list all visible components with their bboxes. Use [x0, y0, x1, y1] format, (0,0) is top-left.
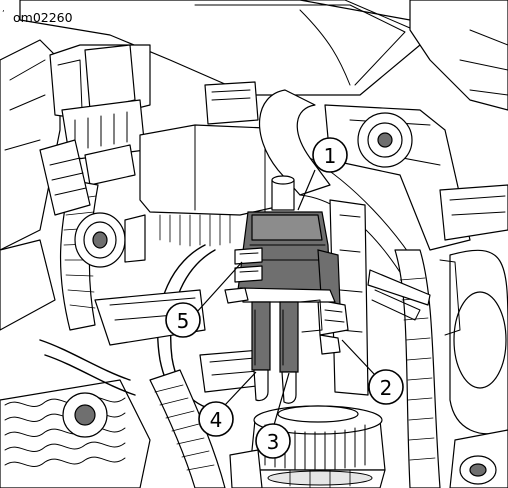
callout-3: 3 [255, 423, 291, 459]
right-bracket [324, 104, 508, 251]
figure-id: om02260 [13, 10, 73, 25]
main-connector-box [139, 81, 286, 247]
callout-circle-2 [368, 369, 404, 405]
leader-line-1 [297, 169, 316, 211]
callout-5: 5 [165, 302, 201, 338]
callout-2: 2 [368, 369, 404, 405]
callout-number-5: 5 [177, 309, 190, 333]
figure-mark: ʼ [2, 9, 5, 18]
leader-lines [195, 169, 376, 426]
left-grommet [74, 212, 146, 268]
leader-line-5 [195, 261, 243, 314]
callout-circle-1 [312, 137, 348, 173]
right-cylinder [439, 249, 508, 488]
leader-line-3 [273, 372, 290, 426]
upper-frame [19, 0, 508, 111]
callout-number-3: 3 [267, 430, 280, 454]
callout-number-2: 2 [380, 376, 393, 400]
callout-circle-4 [198, 401, 234, 437]
relay-block [49, 44, 151, 186]
callout-4: 4 [198, 401, 234, 437]
callout-number-4: 4 [210, 408, 223, 432]
callout-circle-5 [165, 302, 201, 338]
bottom-round-component [229, 405, 386, 488]
left-frame [0, 39, 61, 331]
leader-line-4 [224, 371, 257, 406]
sensor-assembly [224, 175, 349, 404]
callout-number-1: 1 [324, 144, 337, 168]
callout-circle-3 [255, 423, 291, 459]
leader-line-2 [341, 339, 376, 376]
coil-spring [0, 339, 151, 488]
lower-harness [149, 349, 266, 488]
callout-1: 1 [312, 137, 348, 173]
